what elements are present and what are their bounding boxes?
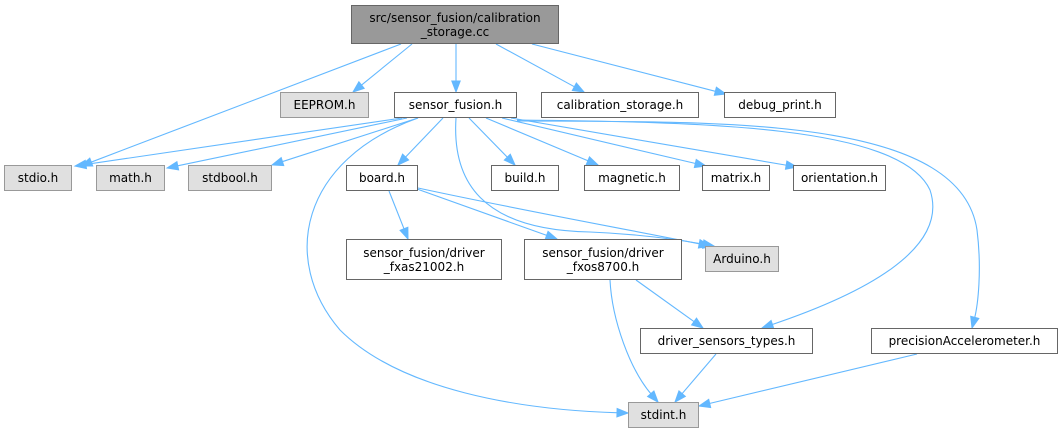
edge-root-to-calibration-storage (495, 43, 577, 89)
arrowhead-magnetic (585, 156, 600, 166)
edge-driver-sensors-types-to-stdint (680, 353, 717, 396)
arrowhead-board (397, 153, 410, 167)
edge-sensor-fusion-to-board (403, 117, 444, 159)
arrowhead-stdint (697, 398, 712, 409)
node-math-h: math.h (96, 165, 165, 191)
node-driver-fxas21002-h[interactable]: sensor_fusion/driver _fxas21002.h (346, 239, 502, 280)
edge-driver-fxos8700-to-stdint (609, 279, 653, 396)
node-driver-fxos8700-h[interactable]: sensor_fusion/driver _fxos8700.h (524, 239, 682, 280)
arrowhead-stdint (646, 390, 659, 404)
arrowhead-build (503, 153, 516, 167)
edge-sensor-fusion-to-matrix (501, 117, 698, 165)
edge-sensor-fusion-to-orientation (510, 117, 789, 167)
node-stdint-h: stdint.h (628, 402, 699, 428)
node-magnetic-h[interactable]: magnetic.h (584, 165, 680, 191)
arrowhead-sensor-fusion (451, 80, 461, 94)
node-matrix-h[interactable]: matrix.h (702, 165, 770, 191)
node-orientation-h[interactable]: orientation.h (793, 165, 886, 191)
edge-sensor-fusion-to-stdbool (280, 117, 419, 163)
edge-sensor-fusion-to-math (175, 117, 408, 167)
edge-board-to-arduino (417, 187, 702, 245)
node-build-h[interactable]: build.h (491, 165, 559, 191)
edge-sensor-fusion-to-driver-sensors-types (516, 119, 934, 326)
edge-sensor-fusion-to-stdint (306, 117, 620, 414)
arrowhead-driver-fxas21002 (399, 226, 409, 241)
node-board-h[interactable]: board.h (346, 165, 418, 191)
node-calibration-storage-h[interactable]: calibration_storage.h (541, 92, 699, 118)
arrowhead-driver-sensors-types (690, 317, 705, 329)
node-precision-accelerometer-h[interactable]: precisionAccelerometer.h (871, 328, 1058, 354)
node-debug-print-h[interactable]: debug_print.h (724, 92, 836, 118)
arrowhead-math (165, 160, 180, 171)
edge-root-to-debug-print (531, 43, 718, 93)
arrowhead-precision-accelerometer (970, 315, 980, 330)
arrowhead-stdint (674, 390, 687, 404)
edge-root-to-stdio (89, 43, 402, 164)
edge-board-to-driver-fxas21002 (388, 190, 406, 231)
arrowhead-debug-print (713, 86, 728, 96)
arrowhead-stdint (616, 407, 630, 418)
arrowhead-stdbool (270, 156, 285, 167)
edge-precision-accelerometer-to-stdint (707, 353, 918, 405)
node-eeprom-h: EEPROM.h (280, 92, 369, 118)
edge-sensor-fusion-to-precision-accelerometer (516, 120, 980, 320)
edge-driver-fxos8700-to-driver-sensors-types (635, 279, 697, 324)
node-sensor-fusion-h[interactable]: sensor_fusion.h (394, 92, 517, 118)
edge-board-to-driver-fxos8700 (416, 188, 549, 237)
node-arduino-h: Arduino.h (705, 246, 779, 272)
arrowhead-stdio (73, 159, 88, 170)
node-stdio-h: stdio.h (4, 165, 72, 191)
arrowhead-arduino (697, 238, 712, 249)
edge-sensor-fusion-to-magnetic (485, 117, 590, 163)
edge-sensor-fusion-to-stdio (83, 117, 403, 166)
edge-root-to-eeprom (359, 43, 413, 87)
arrowhead-calibration-storage (571, 82, 586, 93)
edge-sensor-fusion-to-build (468, 117, 510, 159)
node-driver-sensors-types-h[interactable]: driver_sensors_types.h (640, 328, 813, 354)
node-root-calibration-storage-cc: src/sensor_fusion/calibration _storage.c… (351, 5, 559, 44)
node-stdbool-h: stdbool.h (188, 165, 272, 191)
arrowhead-eeprom (351, 80, 366, 93)
